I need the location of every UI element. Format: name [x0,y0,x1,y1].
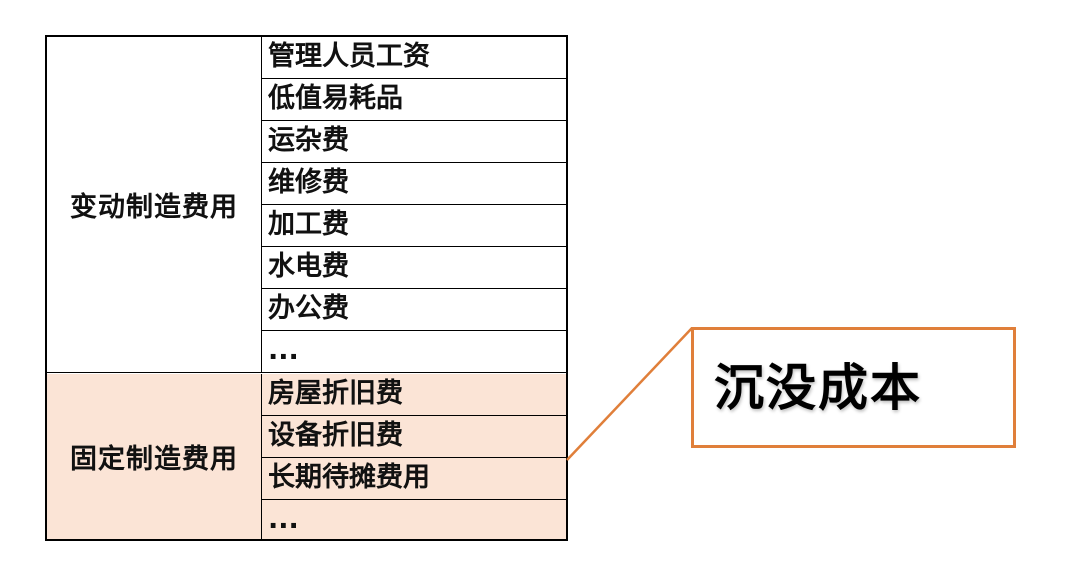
sunk-cost-callout: 沉没成本 [691,327,1016,448]
item-row: 房屋折旧费 [262,374,566,416]
variable-cost-group: 变动制造费用 管理人员工资 低值易耗品 运杂费 维修费 加工费 水电费 办公费 … [47,37,566,372]
item-row: 水电费 [262,247,566,289]
callout-text: 沉没成本 [714,359,922,417]
item-row: 低值易耗品 [262,79,566,121]
item-row: 运杂费 [262,121,566,163]
item-row-ellipsis: ... [268,503,299,535]
item-row: 长期待摊费用 [262,458,566,500]
group-divider [47,372,566,373]
item-row: 管理人员工资 [262,37,566,79]
item-row: 设备折旧费 [262,416,566,458]
item-row: 维修费 [262,163,566,205]
cost-table: 变动制造费用 管理人员工资 低值易耗品 运杂费 维修费 加工费 水电费 办公费 … [45,35,568,541]
item-row-ellipsis: ... [268,335,299,366]
group-label-variable: 变动制造费用 [47,37,262,372]
item-row: 加工费 [262,205,566,247]
fixed-cost-group: 固定制造费用 房屋折旧费 设备折旧费 长期待摊费用 ... [47,373,566,539]
group-label-fixed: 固定制造费用 [47,373,262,539]
item-row: 办公费 [262,289,566,331]
